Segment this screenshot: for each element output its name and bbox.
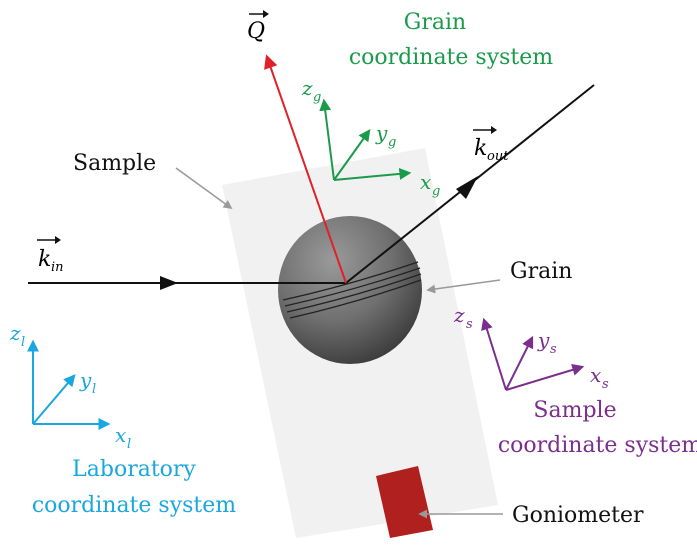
sample-x-sub: s (602, 377, 609, 392)
grain-y-label: y (375, 121, 388, 145)
lab-y-sub: l (92, 382, 96, 397)
lab-cs-title-line2: coordinate system (32, 493, 236, 518)
lab-y-label: y (79, 368, 92, 392)
k-in-text: k (38, 247, 51, 272)
lab-coordinate-system: z l y l x l Laboratory coordinate system (9, 321, 236, 518)
lattice-planes (282, 261, 422, 319)
goniometer-label: Goniometer (512, 503, 644, 528)
grain-z-sub: g (313, 90, 321, 105)
goniometer-block (376, 466, 433, 538)
incoming-beam-arrowhead (160, 276, 178, 290)
k-in-subscript: in (51, 260, 64, 275)
grain-y-sub: g (388, 135, 396, 150)
q-label-text: Q (247, 19, 265, 44)
sample-y-axis (505, 335, 534, 391)
q-vector (264, 54, 347, 284)
sample-cs-title-line2: coordinate system (498, 433, 697, 458)
lab-z-sub: l (21, 335, 25, 350)
lab-z-label: z (9, 321, 21, 345)
k-out-text: k (474, 136, 487, 161)
grain-cs-title-line1: Grain (404, 10, 466, 35)
outgoing-beam-arrowhead (456, 176, 478, 199)
grain-cs-title-line2: coordinate system (349, 45, 553, 70)
k-out-subscript: out (487, 149, 509, 164)
sample-y-sub: s (550, 342, 557, 357)
k-out-label: k out (473, 126, 509, 164)
sample-z-axis (481, 317, 507, 391)
sample-coordinate-system: z s y s x s Sample coordinate system (453, 303, 697, 458)
grain-pointer (426, 279, 501, 294)
lab-cs-title-line1: Laboratory (72, 457, 196, 482)
lab-x-label: x (115, 423, 126, 447)
q-label: Q (247, 10, 269, 44)
lab-y-axis (32, 374, 76, 425)
k-in-label: k in (37, 236, 64, 275)
grain-coordinate-system: Grain coordinate system z g y g x g (301, 10, 553, 199)
grain-z-label: z (301, 76, 313, 100)
grain-x-sub: g (432, 184, 440, 199)
grain-label: Grain (510, 259, 572, 284)
sample-pointer (175, 167, 233, 210)
sample-z-sub: s (466, 317, 473, 332)
sample-y-label: y (537, 328, 550, 352)
grain-x-label: x (420, 170, 431, 194)
lab-x-sub: l (127, 437, 131, 452)
grain-y-axis (333, 129, 371, 181)
sample-cs-title-line1: Sample (533, 398, 616, 423)
sample-label: Sample (73, 151, 156, 176)
sample-z-label: z (453, 303, 465, 327)
sample-x-label: x (590, 363, 601, 387)
grain-z-axis (319, 98, 335, 181)
sample-x-axis (505, 364, 585, 391)
grain-x-axis (333, 167, 412, 181)
